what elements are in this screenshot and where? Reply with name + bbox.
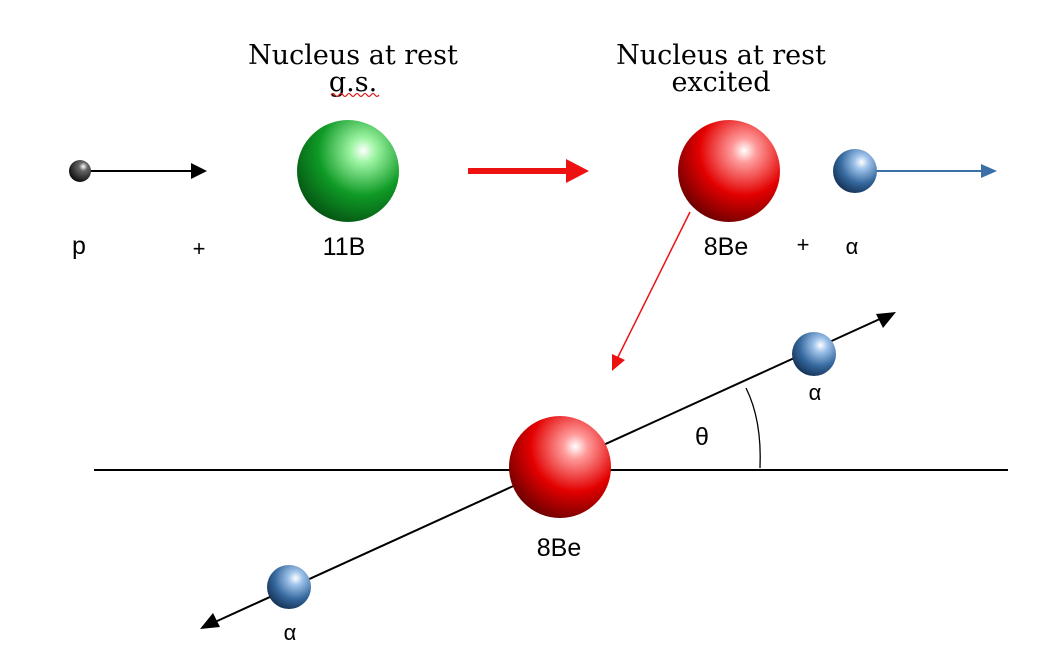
proton-sphere-icon [69, 160, 91, 182]
upper-alpha-particle-icon [792, 332, 836, 376]
alpha-arrowhead [981, 164, 997, 178]
alpha-particle-icon [833, 149, 877, 193]
angle-arc [745, 387, 761, 469]
lower-alpha-particle-icon [267, 565, 311, 609]
angle-theta-label: θ [695, 423, 709, 451]
ground-state-caption-line1: Nucleus at rest [248, 40, 458, 71]
boron-label: 11B [323, 233, 366, 261]
plus-sign-1: + [193, 236, 206, 261]
ground-state-caption-line2: g.s. [329, 67, 377, 98]
excited-beryllium-label: 8Be [704, 233, 748, 261]
upper-alpha-label: α [809, 380, 822, 405]
proton-label: p [72, 232, 86, 260]
excited-caption-line1: Nucleus at rest [616, 40, 826, 71]
proton-arrowhead [191, 163, 207, 179]
plus-sign-2: + [797, 232, 810, 257]
lower-emission-arrowhead [200, 613, 220, 629]
boron-nucleus-icon [297, 120, 399, 222]
excited-caption-line2: excited [671, 67, 770, 98]
alpha-label-top: α [846, 234, 859, 259]
reaction-arrowhead [566, 159, 589, 183]
lower-alpha-label: α [284, 620, 297, 645]
spellcheck-underline [330, 92, 380, 98]
decaying-beryllium-nucleus-icon [509, 416, 611, 518]
decaying-beryllium-label: 8Be [537, 534, 581, 562]
decay-arrow [617, 211, 691, 358]
upper-emission-arrowhead [876, 312, 896, 328]
excited-beryllium-nucleus-icon [678, 120, 780, 222]
decay-arrowhead [612, 354, 625, 371]
